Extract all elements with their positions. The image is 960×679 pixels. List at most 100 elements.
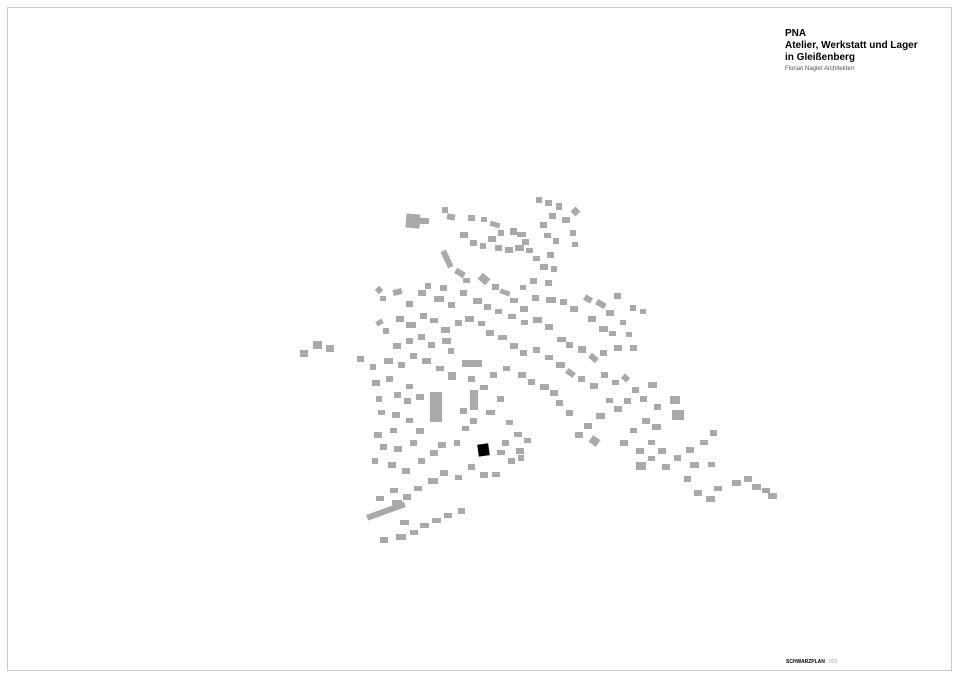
building-footprint — [732, 480, 741, 486]
building-footprint — [388, 462, 396, 468]
building-footprint — [514, 432, 522, 437]
building-footprint — [556, 400, 563, 406]
building-footprint — [400, 520, 409, 525]
building-footprint — [584, 423, 592, 429]
building-footprint — [505, 247, 513, 253]
building-footprint — [518, 372, 526, 378]
building-footprint — [430, 318, 438, 323]
building-footprint — [484, 304, 491, 310]
building-footprint — [372, 458, 378, 464]
building-footprint — [378, 410, 385, 415]
building-footprint — [468, 376, 475, 382]
building-footprint — [376, 496, 384, 501]
building-footprint — [396, 534, 406, 540]
building-footprint — [632, 387, 639, 393]
building-footprint — [380, 537, 388, 543]
building-footprint — [497, 396, 504, 402]
building-footprint — [404, 398, 411, 404]
building-footprint — [599, 326, 608, 332]
building-footprint — [544, 233, 551, 238]
building-footprint — [768, 493, 777, 499]
building-footprint — [540, 264, 548, 270]
building-footprint — [540, 384, 549, 390]
building-footprint — [690, 462, 699, 468]
title-block: PNA Atelier, Werkstatt und Lager in Glei… — [785, 28, 918, 74]
building-footprint — [477, 272, 491, 286]
building-footprint — [648, 456, 655, 461]
building-footprint — [470, 390, 478, 410]
building-footprint — [550, 390, 558, 396]
building-footprint — [410, 353, 417, 359]
building-footprint — [489, 220, 501, 229]
building-footprint — [468, 215, 475, 221]
building-footprint — [434, 296, 444, 302]
building-footprint — [410, 530, 418, 535]
building-footprint — [551, 266, 557, 272]
building-footprint — [606, 310, 614, 316]
building-footprint — [396, 316, 404, 322]
building-footprint — [706, 496, 715, 502]
building-footprint — [470, 418, 477, 424]
building-footprint — [588, 435, 601, 447]
existing-buildings — [300, 197, 777, 543]
building-footprint — [478, 321, 485, 326]
sheet-number: 003 — [828, 659, 838, 665]
building-footprint — [612, 380, 619, 385]
building-footprint — [492, 284, 499, 290]
building-footprint — [590, 383, 598, 389]
building-footprint — [575, 432, 583, 438]
building-footprint — [380, 444, 387, 450]
building-footprint — [418, 290, 426, 296]
building-footprint — [565, 367, 576, 379]
building-footprint — [357, 356, 364, 362]
building-footprint — [595, 298, 607, 310]
building-footprint — [522, 239, 529, 245]
building-footprint — [440, 285, 447, 291]
building-footprint — [572, 242, 578, 247]
building-footprint — [620, 373, 631, 383]
building-footprint — [428, 478, 438, 484]
project-building — [477, 443, 490, 457]
building-footprint — [658, 448, 666, 454]
building-footprint — [533, 317, 542, 323]
building-footprint — [498, 335, 507, 340]
building-footprint — [642, 418, 650, 424]
building-footprint — [380, 296, 386, 301]
building-footprint — [540, 222, 547, 228]
building-footprint — [394, 446, 402, 452]
building-footprint — [648, 440, 655, 445]
building-footprint — [300, 350, 308, 357]
building-footprint — [606, 398, 613, 403]
building-footprint — [416, 394, 424, 400]
building-footprint — [636, 462, 646, 470]
building-footprint — [557, 337, 566, 342]
building-footprint — [460, 408, 467, 414]
building-footprint — [406, 338, 413, 344]
building-footprint — [402, 468, 410, 474]
building-footprint — [481, 217, 487, 222]
building-footprint — [498, 230, 504, 236]
building-footprint — [744, 476, 752, 482]
building-footprint — [510, 228, 517, 235]
building-footprint — [448, 348, 454, 354]
building-footprint — [545, 280, 552, 286]
building-footprint — [630, 345, 637, 351]
building-footprint — [495, 309, 502, 314]
building-footprint — [614, 345, 622, 351]
building-footprint — [393, 343, 401, 349]
building-footprint — [624, 398, 631, 404]
building-footprint — [406, 384, 413, 389]
building-footprint — [454, 440, 460, 446]
building-footprint — [570, 230, 576, 236]
building-footprint — [383, 328, 389, 334]
building-footprint — [640, 396, 647, 402]
building-footprint — [508, 314, 516, 319]
building-footprint — [654, 404, 661, 410]
building-footprint — [549, 213, 556, 219]
building-footprint — [553, 238, 559, 244]
building-footprint — [462, 360, 482, 367]
plan-type-label: SCHWARZPLAN — [786, 659, 825, 665]
building-footprint — [583, 294, 593, 304]
building-footprint — [374, 432, 382, 438]
